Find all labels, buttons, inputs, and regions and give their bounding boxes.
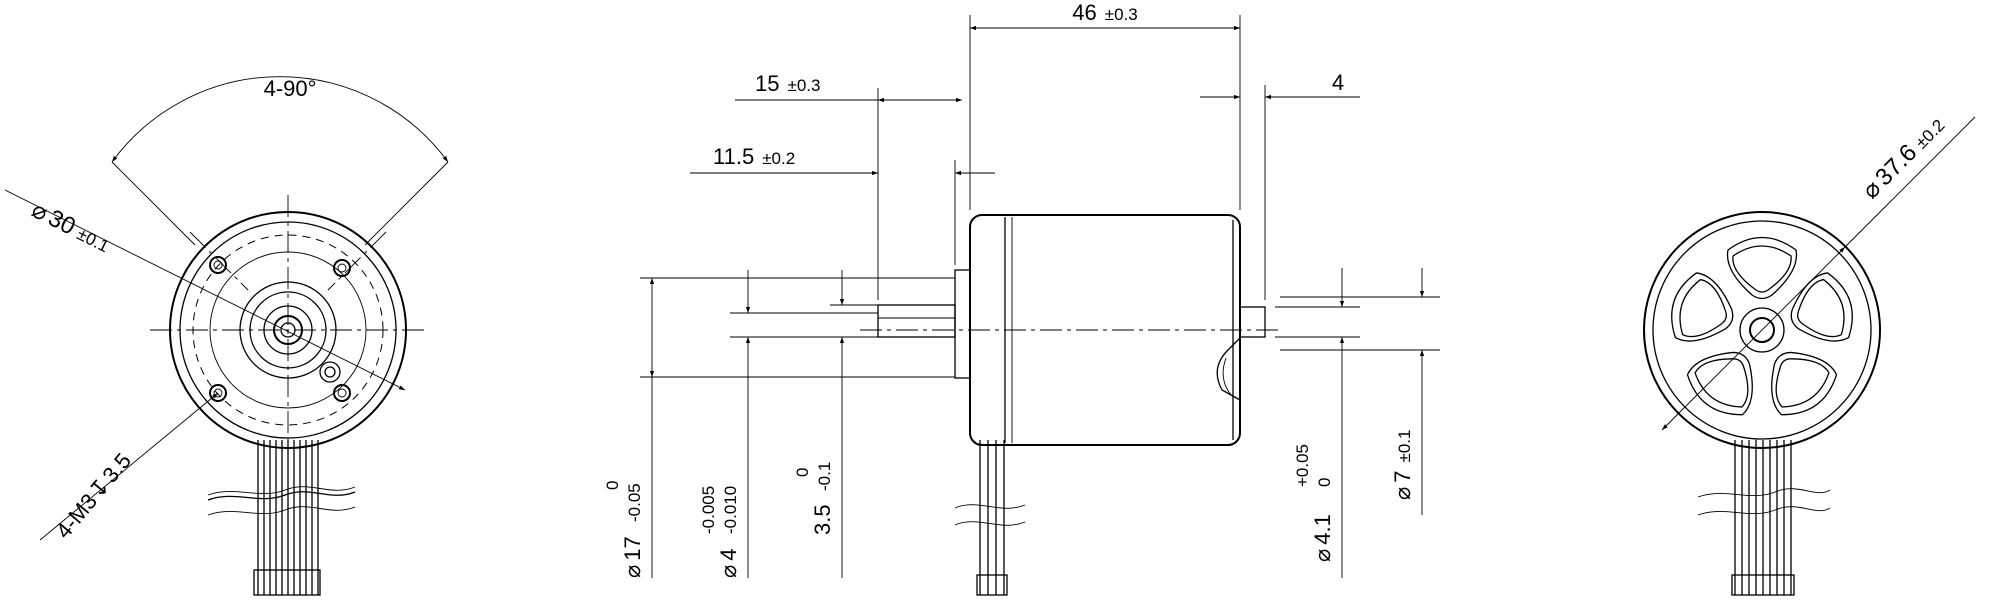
svg-text:⌀17: ⌀ 17 [620, 536, 645, 578]
front-view: 4-90° ⌀30±0.1 4-M3↧3.5 [4, 76, 449, 596]
bolt-circle-value: 30 [44, 204, 80, 240]
svg-text:11.5±0.2: 11.5 ±0.2 [713, 144, 795, 169]
svg-text:4-M3↧3.5: 4-M3↧3.5 [51, 448, 136, 543]
thread-callout: 4-M3↧3.5 [39, 392, 219, 543]
shaft-offset-dimension: 15 ±0.3 [735, 71, 962, 300]
flat-dimension: 3.5 -0.1 0 [793, 270, 878, 578]
rear-shaft-dia-value: 4.1 [1310, 514, 1335, 545]
mounting-holes [209, 256, 351, 402]
flange-offset-tol: ±0.2 [762, 149, 795, 168]
flat-upper: 0 [793, 468, 812, 477]
angle-dimension: 4-90° [111, 76, 449, 246]
rear-boss-dia-dimension: ⌀ 7 ±0.1 [1280, 268, 1440, 515]
shaft-offset-value: 15 [755, 71, 779, 96]
bolt-circle-dimension: ⌀30±0.1 [4, 189, 406, 391]
body-length-dimension: 46 ±0.3 [969, 0, 1241, 210]
spoke-windows [1671, 237, 1853, 416]
svg-text:46±0.3: 46 ±0.3 [1072, 0, 1137, 25]
flange-dia-dimension: ⌀ 17 -0.05 0 [603, 277, 955, 578]
rear-shaft-length-value: 4 [1332, 70, 1344, 95]
shaft-offset-tol: ±0.3 [787, 76, 820, 95]
svg-text:⌀4.1: ⌀ 4.1 [1310, 514, 1335, 562]
flange-dia-lower: -0.05 [625, 483, 644, 522]
bolt-circle-tol: ±0.1 [74, 224, 112, 256]
body-length-value: 46 [1072, 0, 1096, 25]
rear-boss-dia-tol: ±0.1 [1395, 430, 1414, 463]
svg-text:⌀7±0.1: ⌀ 7 ±0.1 [1390, 430, 1415, 500]
svg-text:⌀30±0.1: ⌀30±0.1 [27, 196, 114, 258]
flange-dia-value: 17 [620, 536, 645, 560]
rear-boss-dia-symbol: ⌀ [1390, 487, 1415, 500]
flange-offset-dimension: 11.5 ±0.2 [690, 144, 995, 265]
shaft-dia-dimension: ⌀4 -0.010 -0.005 [699, 270, 878, 578]
rear-shaft-dia-dimension: ⌀ 4.1 0 +0.05 [1275, 268, 1360, 578]
flange-dia-upper: 0 [603, 481, 622, 490]
rear-leads [1697, 440, 1831, 596]
rear-shaft-dia-upper: +0.05 [1293, 444, 1312, 487]
rear-shaft-dia-lower: 0 [1315, 478, 1334, 487]
shaft-dia-upper: -0.005 [699, 486, 718, 534]
flat-value: 3.5 [810, 504, 835, 535]
side-leads [954, 440, 1026, 596]
svg-text:15±0.3: 15 ±0.3 [755, 71, 820, 96]
shaft-dia-value: 4 [716, 549, 741, 561]
shaft-dia-lower: -0.010 [721, 486, 740, 534]
flat-lower: -0.1 [815, 462, 834, 491]
rear-shaft-length-dimension: 4 [1200, 70, 1360, 300]
shaft-dia-symbol: ⌀ [716, 565, 741, 578]
svg-text:⌀37.6±0.2: ⌀37.6±0.2 [1857, 112, 1950, 205]
angle-text: 4-90° [264, 76, 317, 101]
outer-dia-dimension: ⌀37.6±0.2 [1661, 112, 1976, 431]
side-view: 46 ±0.3 15 ±0.3 11.5 ±0.2 4 ⌀ 17 [603, 0, 1440, 596]
rear-view: ⌀37.6±0.2 [1643, 112, 1976, 596]
flange-dia-symbol: ⌀ [620, 565, 645, 578]
flange-offset-value: 11.5 [713, 144, 754, 169]
rear-shaft-dia-symbol: ⌀ [1310, 549, 1335, 562]
body-length-tol: ±0.3 [1105, 5, 1138, 24]
outer-dia-tol: ±0.2 [1912, 116, 1949, 153]
rear-boss-dia-value: 7 [1390, 471, 1415, 483]
svg-text:⌀4: ⌀4 [716, 549, 741, 579]
outer-dia-value: 37.6 [1870, 139, 1922, 191]
front-leads [207, 440, 356, 596]
